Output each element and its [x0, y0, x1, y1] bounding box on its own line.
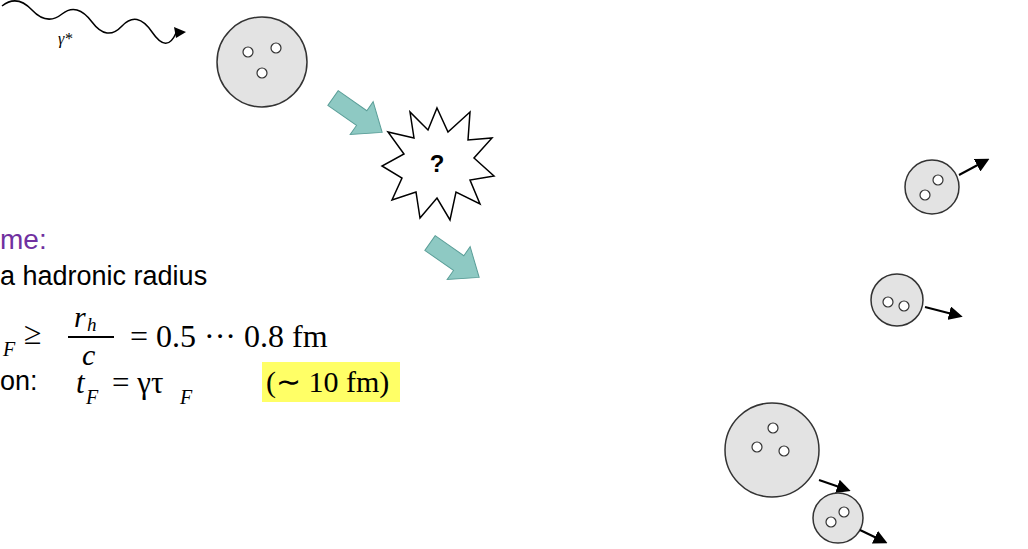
hadron [871, 274, 960, 326]
math-symbol: ≥ [24, 316, 42, 351]
fraction-bar [68, 336, 114, 338]
math-expression: = γτ [112, 366, 163, 400]
hadron [725, 403, 848, 497]
math-expression: = 0.5 ··· 0.8 fm [130, 319, 328, 354]
math-symbol: t [76, 366, 85, 400]
subscript: F [3, 338, 15, 360]
highlight [262, 362, 400, 402]
process-arrow [322, 82, 394, 149]
math-symbol: r [74, 300, 86, 333]
node-text: ? [430, 150, 445, 178]
subscript: F [180, 386, 192, 408]
hadron [813, 493, 885, 543]
text-fragment: on: [0, 367, 38, 397]
hadron [905, 160, 987, 214]
heading-fragment: me: [0, 225, 47, 256]
nucleon [217, 17, 307, 107]
starburst-node: ? [426, 147, 449, 181]
subscript: h [87, 315, 97, 336]
photon-arrowhead [174, 27, 186, 38]
particle-label: γ* [58, 30, 72, 48]
starburst-shape [382, 108, 494, 220]
text-fragment: a hadronic radius [0, 262, 207, 292]
photon-line [2, 1, 176, 43]
process-arrow [419, 227, 491, 294]
subscript: F [86, 386, 98, 408]
highlighted-value: (∼ 10 fm) [266, 365, 389, 398]
